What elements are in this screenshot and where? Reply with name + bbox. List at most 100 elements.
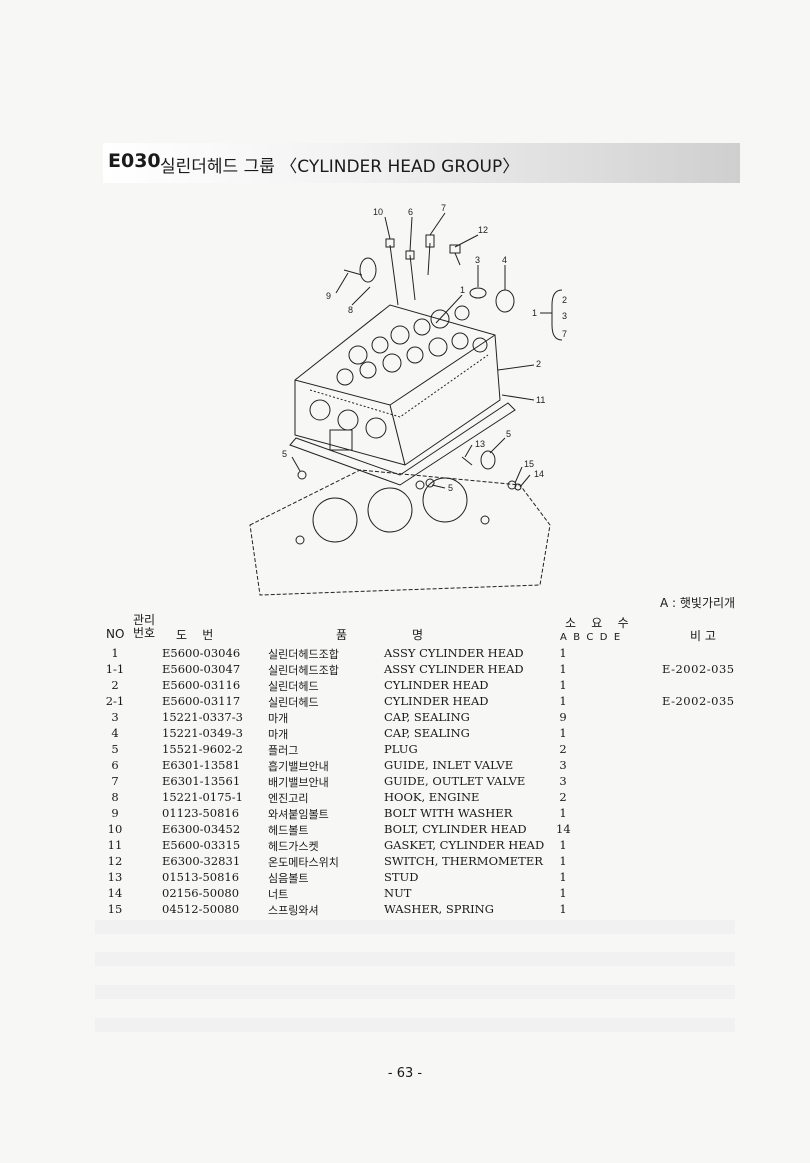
cell-no: 6 [111,758,119,772]
cell-korean-name: 엔진고리 [268,792,309,805]
callout-2: 2 [536,359,541,369]
cell-quantity: 1 [559,806,567,820]
cell-part-number: E5600-03046 [162,646,241,660]
cell-no: 15 [107,902,123,916]
cell-quantity: 1 [559,726,567,740]
cell-no: 3 [111,710,119,724]
cell-quantity: 2 [559,790,567,804]
cell-quantity: 1 [559,902,567,916]
cell-quantity: 1 [559,886,567,900]
col-header-mgmt: 관리 번호 [132,613,156,640]
col-header-remark: 비 고 [690,629,716,643]
section-title-bar [103,143,740,183]
callout-14: 14 [534,469,544,479]
cell-quantity: 1 [559,646,567,660]
cell-korean-name: 실린더헤드 [268,680,319,693]
cell-quantity: 1 [559,870,567,884]
cell-no: 14 [107,886,123,900]
group-ref-item-7: 7 [562,329,567,339]
cell-part-number: E6300-32831 [162,854,241,868]
cell-quantity: 1 [559,694,567,708]
cell-part-number: E6300-03452 [162,822,241,836]
col-header-name-e: 명 [412,628,424,642]
cell-part-number: 15221-0175-1 [162,790,243,804]
scan-band [95,1018,735,1032]
cell-english-name: GUIDE, OUTLET VALVE [384,774,526,788]
page-number: - 63 - [387,1066,423,1081]
cell-korean-name: 마개 [268,712,289,725]
scan-band [95,920,735,934]
cell-no: 7 [111,774,119,788]
table-row: 8 15221-0175-1 엔진고리 HOOK, ENGINE 2 [0,790,810,806]
cell-english-name: CAP, SEALING [384,726,470,740]
callout-10: 10 [373,207,383,217]
col-header-name-k: 품 [336,628,348,642]
group-ref-item-2: 2 [562,295,567,305]
cell-no: 4 [111,726,119,740]
cell-no: 13 [107,870,123,884]
cell-english-name: CYLINDER HEAD [384,678,489,692]
cell-no: 8 [111,790,119,804]
cell-english-name: ASSY CYLINDER HEAD [384,662,524,676]
cell-english-name: CAP, SEALING [384,710,470,724]
cell-quantity: 1 [559,838,567,852]
section-title: 실린더헤드 그룹 〈CYLINDER HEAD GROUP〉 [160,157,520,177]
group-ref-item-3: 3 [562,311,567,321]
exploded-parts-diagram: 10 6 7 12 3 4 9 8 1 2 11 13 5 15 14 5 5 … [249,203,567,596]
engine-block-outline [249,469,551,596]
cell-quantity: 1 [559,662,567,676]
col-header-qty: 소 요 수 [565,616,629,630]
cell-no: 2 [111,678,119,692]
cell-part-number: E6301-13581 [162,758,241,772]
callout-3: 3 [475,255,480,265]
cell-korean-name: 온도메타스위치 [268,856,339,869]
cell-part-number: 02156-50080 [162,886,240,900]
cell-quantity: 9 [559,710,567,724]
cell-english-name: BOLT WITH WASHER [384,806,513,820]
cell-quantity: 1 [559,854,567,868]
cell-english-name: STUD [384,870,419,884]
callout-4: 4 [502,255,507,265]
cell-no: 1 [111,646,119,660]
cell-english-name: CYLINDER HEAD [384,694,489,708]
legend-note: A : 햇빛가리개 [660,596,736,610]
callout-11: 11 [536,395,545,405]
callout-5b: 5 [282,449,287,459]
cell-no: 9 [111,806,119,820]
cell-korean-name: 플러그 [268,744,299,757]
callout-13: 13 [475,439,485,449]
cell-english-name: NUT [384,886,412,900]
cell-english-name: PLUG [384,742,418,756]
cell-part-number: E5600-03047 [162,662,241,676]
callout-9: 9 [326,291,331,301]
cell-korean-name: 실린더헤드조합 [268,648,339,661]
cell-english-name: HOOK, ENGINE [384,790,480,804]
cell-quantity: 14 [556,822,571,836]
cell-korean-name: 마개 [268,728,289,741]
callout-7: 7 [441,203,446,213]
cell-part-number: 01513-50816 [162,870,240,884]
col-header-no: NO [106,627,125,641]
callout-15: 15 [524,459,534,469]
col-header-part: 도 번 [176,628,214,642]
cell-no: 2-1 [105,694,125,708]
cell-no: 5 [111,742,119,756]
group-ref-main: 1 [532,308,537,318]
cell-english-name: BOLT, CYLINDER HEAD [384,822,527,836]
cell-english-name: GASKET, CYLINDER HEAD [384,838,545,852]
cylinder-head-outline [294,304,501,466]
cell-korean-name: 실린더헤드조합 [268,664,339,677]
section-code: E030 [108,150,161,172]
